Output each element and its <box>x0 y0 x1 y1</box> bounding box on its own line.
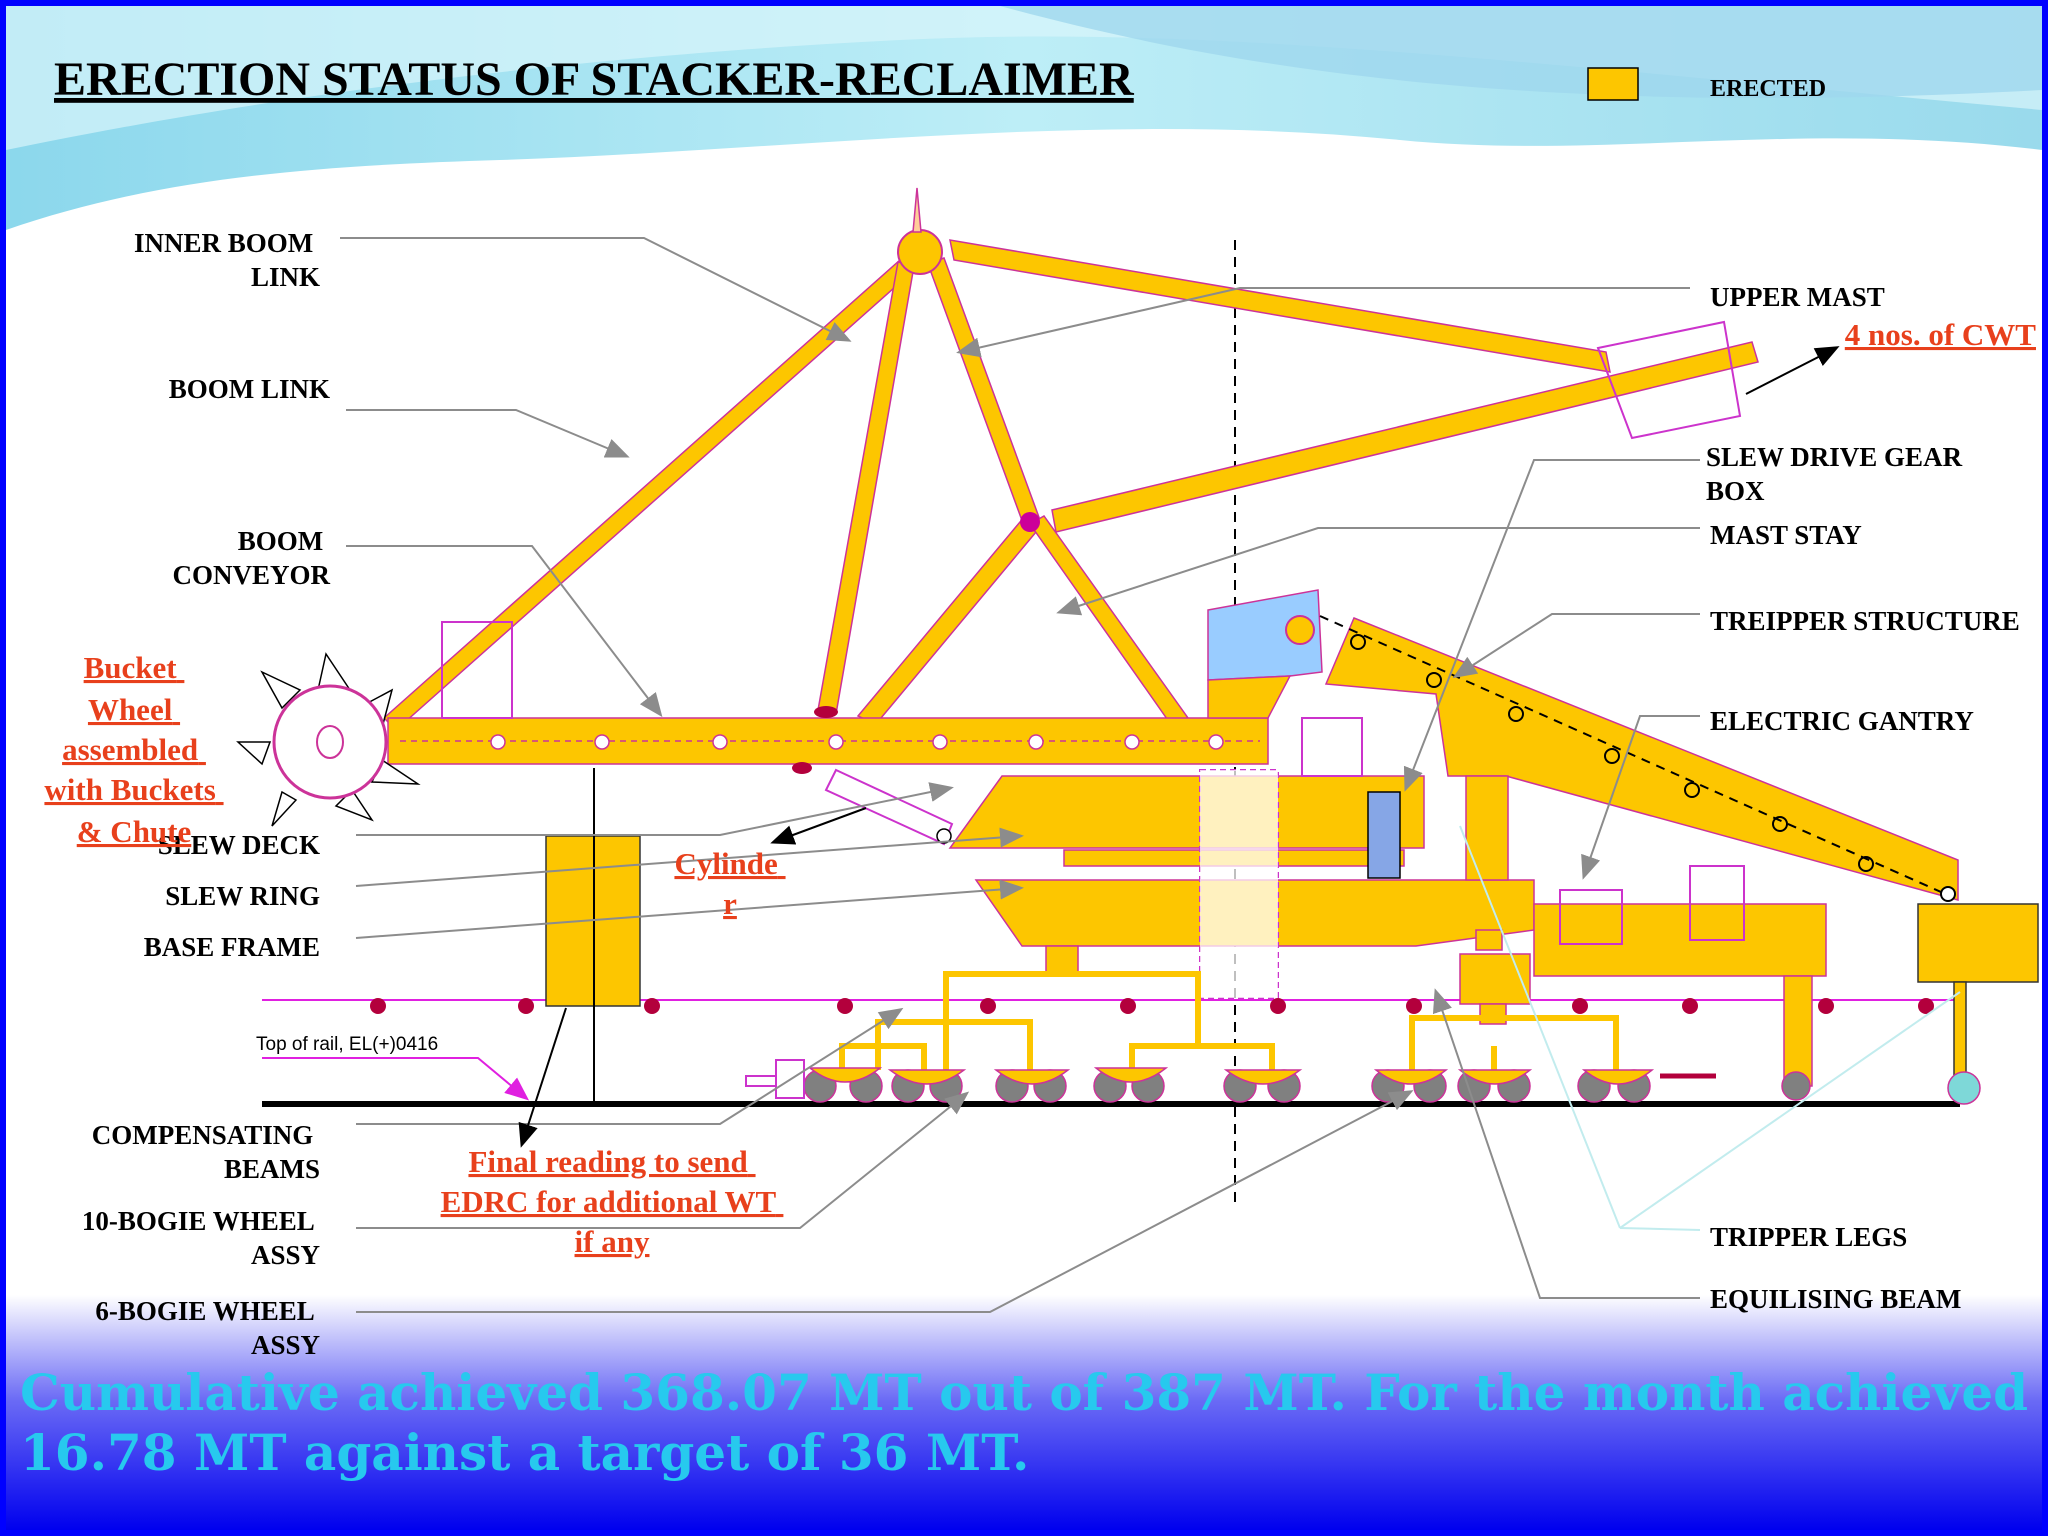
slew-deck <box>948 775 1425 849</box>
label-boom-link: BOOM LINK <box>169 374 330 404</box>
label-mast-stay: MAST STAY <box>1710 520 1862 550</box>
bucket-wheel <box>236 652 421 827</box>
mid-pivot <box>1020 512 1040 532</box>
conveyor-rollers <box>490 734 1224 750</box>
annotation-cylinder: Cylinde r <box>674 846 785 921</box>
rail-pins <box>370 998 1934 1014</box>
bogie-wheels <box>745 1059 1811 1103</box>
tripper-column <box>1465 775 1509 881</box>
legend-label-erected: ERECTED <box>1710 76 1826 102</box>
label-compensating-beams: COMPENSATING BEAMS <box>92 1120 320 1184</box>
label-slew-drive-gear-box: SLEW DRIVE GEAR BOX <box>1706 442 1969 506</box>
mast-stay-member <box>1051 341 1759 533</box>
apex-tip <box>912 187 922 233</box>
label-slew-ring: SLEW RING <box>165 881 320 911</box>
annotation-bucket-wheel: Bucket Wheel assembled with Buckets & Ch… <box>44 650 223 849</box>
label-treipper-structure: TREIPPER STRUCTURE <box>1710 606 2020 636</box>
label-10-bogie-wheel-assy: 10-BOGIE WHEEL ASSY <box>82 1206 320 1270</box>
tripper-leg <box>1783 975 1813 1087</box>
label-inner-boom-link: INNER BOOM LINK <box>134 228 320 292</box>
tail-end-box <box>1917 903 2039 983</box>
summary-text: Cumulative achieved 368.07 MT out of 387… <box>20 1363 2046 1482</box>
upper-mast-member <box>949 239 1611 373</box>
tripper-rollers <box>1350 634 1956 902</box>
label-equilising-beam: EQUILISING BEAM <box>1710 1284 1961 1314</box>
label-top-of-rail: Top of rail, EL(+)0416 <box>256 1034 438 1055</box>
label-boom-conveyor: BOOM CONVEYOR <box>172 526 330 590</box>
operator-cabin <box>1207 589 1323 681</box>
chute-box <box>441 621 513 719</box>
counterweight-box <box>1596 320 1742 440</box>
label-6-bogie-wheel-assy: 6-BOGIE WHEEL ASSY <box>95 1296 320 1360</box>
label-upper-mast: UPPER MAST <box>1710 282 1885 312</box>
legend-swatch-erected <box>1587 67 1639 101</box>
slew-drive-gearbox <box>1367 791 1401 879</box>
machine-drawing <box>236 187 2039 1205</box>
apex-pivot <box>897 229 943 275</box>
annotation-cwt: 4 nos. of CWT <box>1845 317 2037 352</box>
bottom-band <box>6 1295 2042 1530</box>
electric-gantry <box>1533 903 1827 977</box>
bogie-beams <box>839 971 1619 1070</box>
cabin-base <box>1207 675 1292 719</box>
label-slew-deck: SLEW DECK <box>158 830 320 860</box>
header-wave-decoration <box>6 6 2042 230</box>
luffing-cylinder <box>824 768 954 846</box>
label-base-frame: BASE FRAME <box>144 932 320 962</box>
tripper-gantry-block <box>1459 953 1531 1005</box>
label-tripper-legs: TRIPPER LEGS <box>1710 1222 1907 1252</box>
leader-lines <box>262 237 1961 1313</box>
annotation-final-reading: Final reading to send EDRC for additiona… <box>441 1144 784 1259</box>
label-electric-gantry: ELECTRIC GANTRY <box>1710 706 1974 736</box>
control-box <box>1301 717 1363 777</box>
page-title: ERECTION STATUS OF STACKER-RECLAIMER <box>54 53 1135 106</box>
